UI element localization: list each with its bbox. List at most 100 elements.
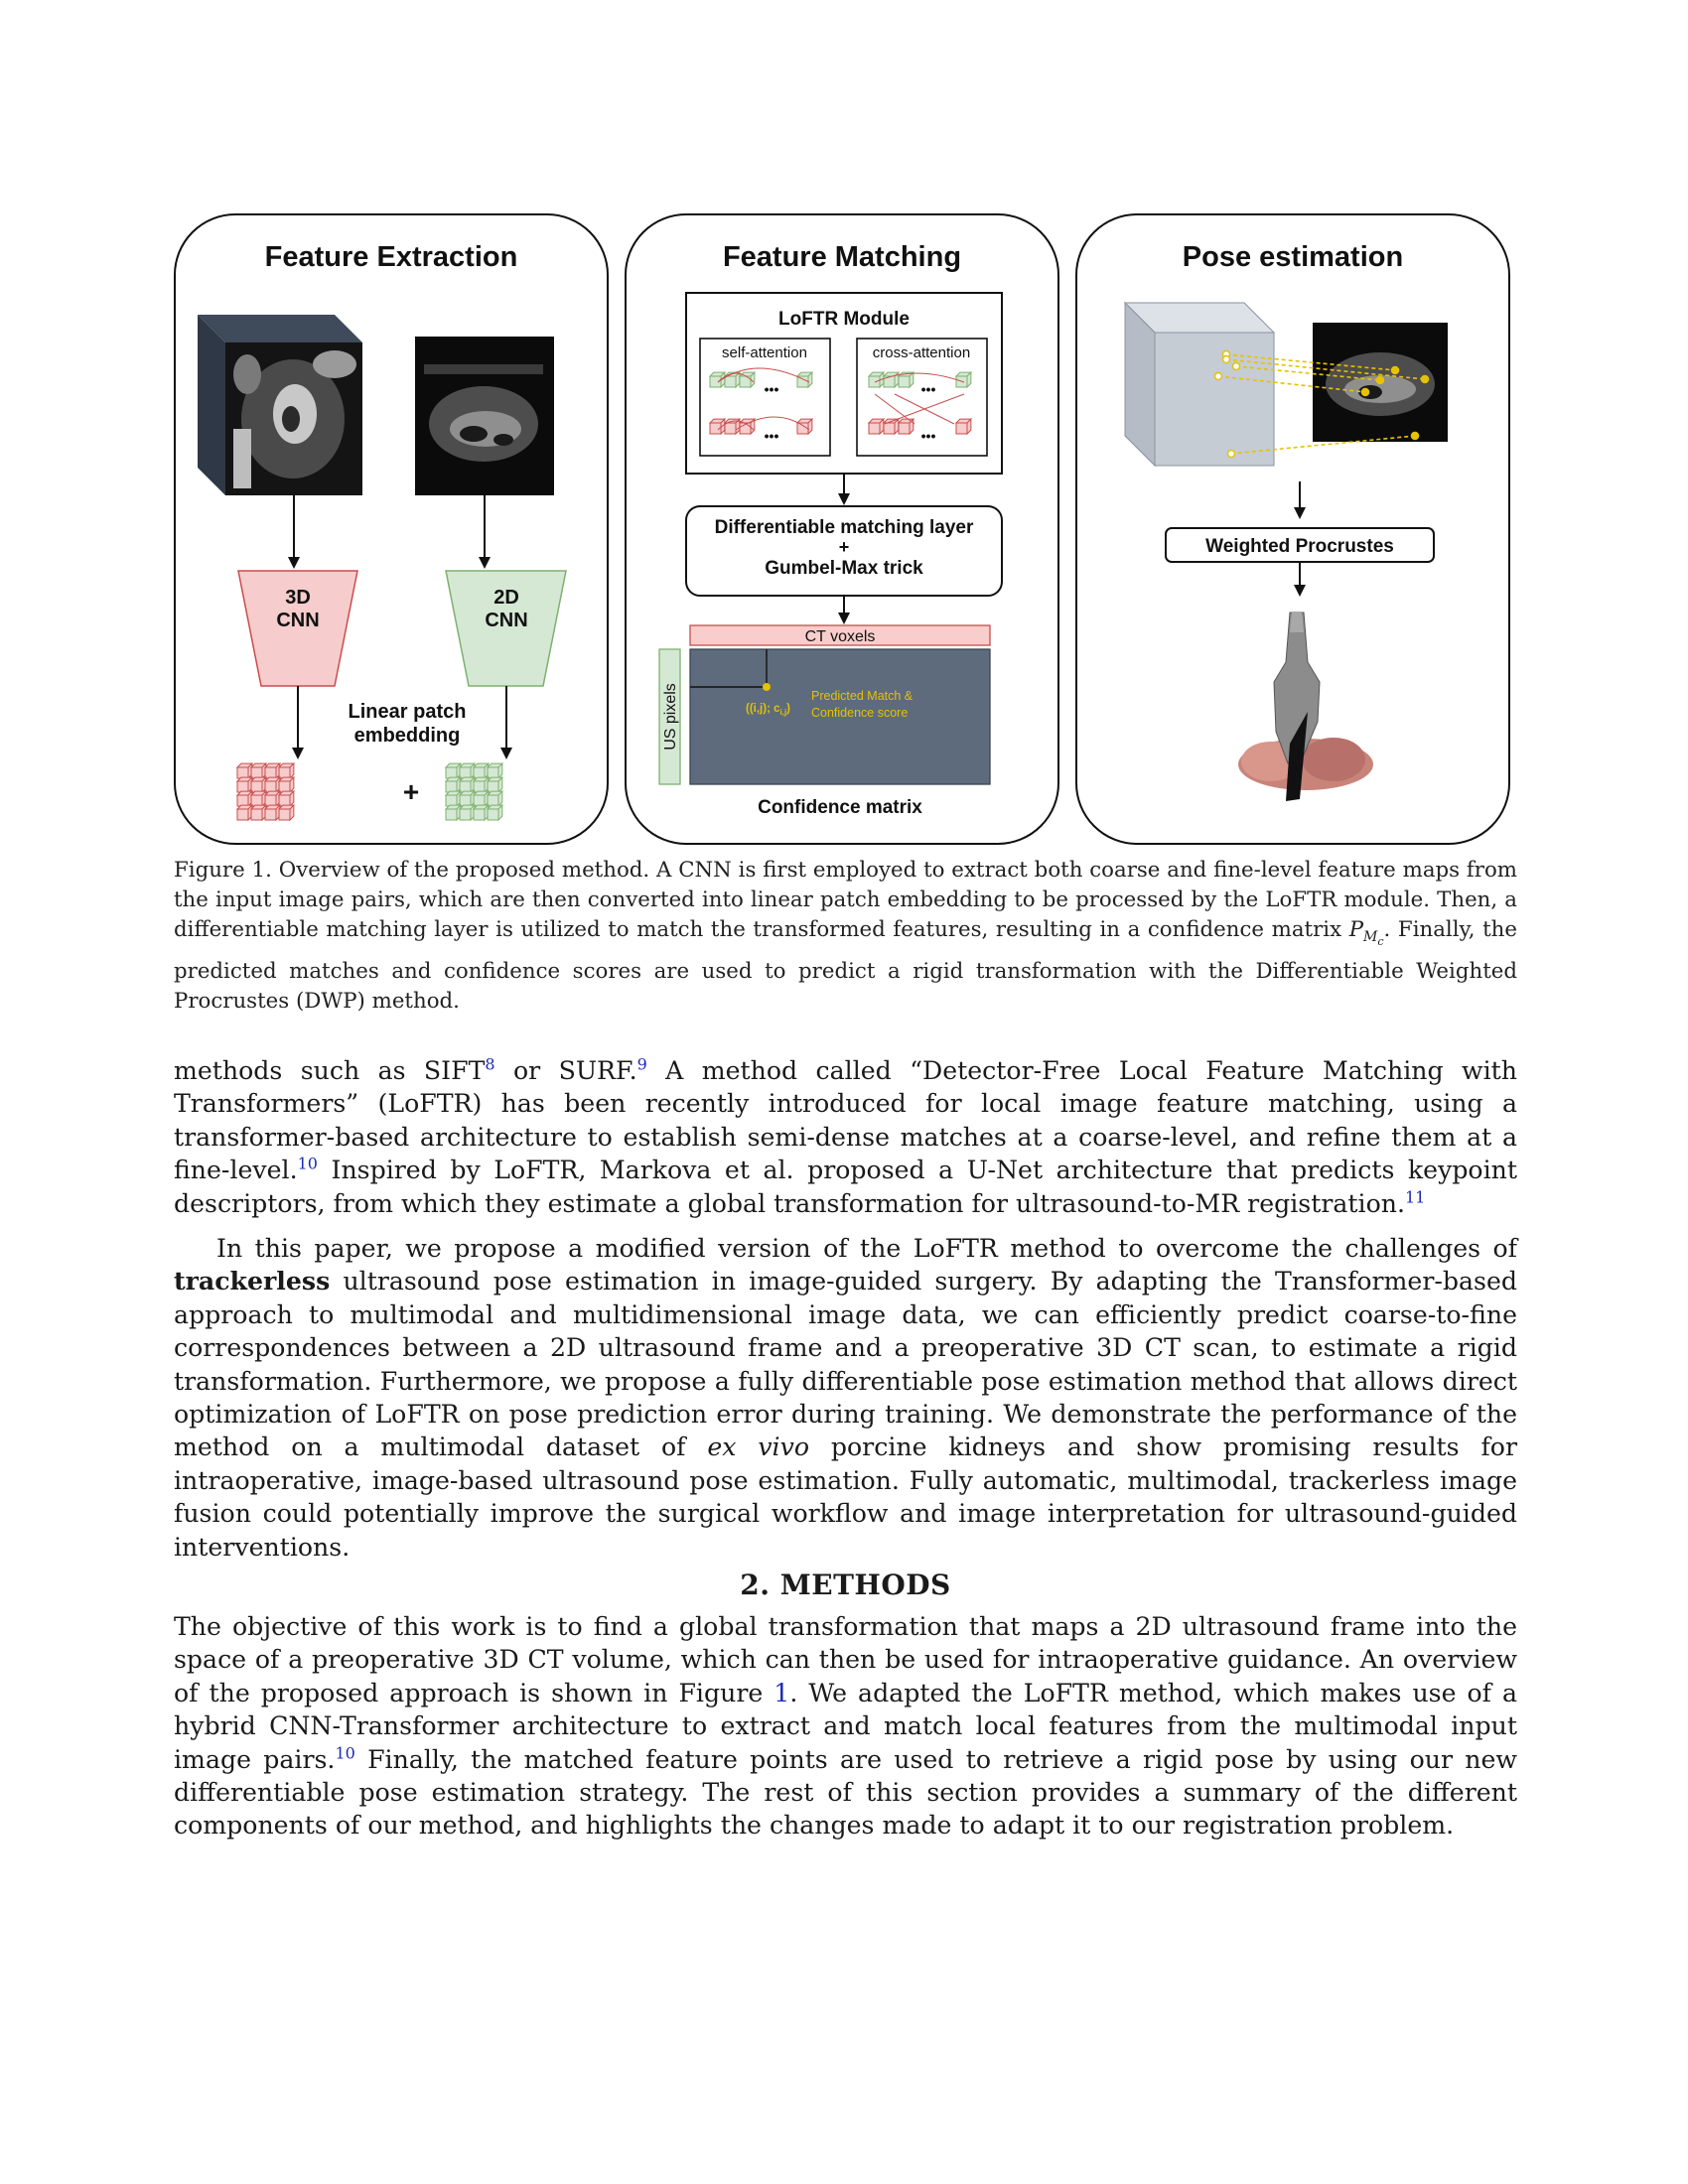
green-patch-cube-face	[497, 803, 503, 822]
match-point	[763, 683, 771, 691]
correspondence-line	[1225, 358, 1426, 380]
figure-link[interactable]: 1	[774, 1678, 790, 1707]
ellipsis-4: •••	[921, 428, 936, 444]
citation-11[interactable]: 11	[1404, 1187, 1426, 1207]
diff-matching-line1: Differentiable matching layer	[715, 517, 974, 538]
extraction-diagram: 3D CNN 2D CNN Linear patch embedding +	[198, 315, 567, 822]
red-patch-cube-face	[289, 803, 295, 822]
correspondence-lines	[1213, 349, 1430, 459]
green-token-cube-face	[807, 370, 813, 389]
caption-text-1: Overview of the proposed method. A CNN i…	[174, 858, 1518, 942]
correspondence-point	[1360, 387, 1370, 397]
red-patch-cube-face	[289, 775, 295, 794]
ultrasound-image	[415, 337, 554, 495]
red-patch-cube	[278, 808, 291, 821]
red-patch-cube-face	[289, 789, 295, 808]
feature-matching-panel: Feature Matching LoFTR Module self-atten…	[625, 213, 1059, 845]
ct-voxels-label: CT voxels	[805, 628, 876, 645]
red-token-cube-face	[807, 417, 813, 436]
red-token-cube-face	[750, 417, 756, 436]
red-patch-cube	[250, 780, 263, 793]
green-patch-cube	[445, 766, 458, 779]
correspondence-point	[1420, 374, 1430, 384]
red-token-cube	[955, 422, 968, 435]
red-patch-cube	[250, 766, 263, 779]
red-patch-cube	[278, 766, 291, 779]
red-patch-cube	[278, 780, 291, 793]
red-token-cube	[898, 422, 911, 435]
weighted-procrustes-label: Weighted Procrustes	[1205, 536, 1394, 557]
correspondence-point	[1410, 431, 1420, 441]
section-heading: 2. METHODS	[740, 1569, 951, 1601]
green-patch-cube	[487, 780, 499, 793]
ct-volume-cube	[1123, 301, 1276, 468]
red-patch-cube	[236, 794, 249, 807]
bold-trackerless: trackerless	[174, 1266, 331, 1297]
green-patch-cube	[459, 766, 472, 779]
green-patch-cube	[487, 794, 499, 807]
paragraph-1: methods such as SIFT8 or SURF.9 A method…	[174, 1054, 1517, 1218]
predicted-match-line2: Confidence score	[811, 706, 908, 720]
red-patch-cube	[250, 808, 263, 821]
overview-figure: Feature Extraction	[174, 213, 1514, 849]
cnn-3d-block	[237, 570, 358, 687]
citation-8[interactable]: 8	[485, 1054, 495, 1074]
green-patch-cube	[473, 794, 486, 807]
correspondence-line	[1217, 375, 1366, 393]
red-patch-cube	[236, 766, 249, 779]
panel-title-matching: Feature Matching	[722, 241, 962, 273]
self-attention-label: self-attention	[722, 344, 807, 361]
red-patch-cube	[278, 794, 291, 807]
green-patch-cube	[459, 794, 472, 807]
cross-attention-label: cross-attention	[873, 344, 970, 361]
loftr-title: LoFTR Module	[778, 309, 910, 330]
us-pixels-label: US pixels	[662, 683, 679, 751]
self-attention-box	[699, 338, 831, 457]
cnn-3d-label-1: 3D	[285, 587, 311, 609]
paragraph-3: The objective of this work is to find a …	[174, 1612, 1517, 1841]
citation-9[interactable]: 9	[636, 1054, 647, 1074]
caption-text-2: . Finally, the predicted matches and con…	[174, 917, 1517, 1015]
green-token-cube	[898, 375, 911, 388]
panel-title-extraction: Feature Extraction	[264, 241, 518, 273]
cnn-2d-label-2: CNN	[485, 610, 527, 631]
green-patch-cube	[459, 808, 472, 821]
predicted-match-line1: Predicted Match &	[811, 689, 914, 703]
cnn-3d-label-2: CNN	[276, 610, 319, 631]
plus-sign: +	[403, 776, 419, 807]
diff-matching-line2: Gumbel-Max trick	[765, 558, 923, 579]
correspondence-point	[1375, 375, 1385, 385]
red-patch-cube	[264, 808, 277, 821]
red-patch-cube	[264, 766, 277, 779]
red-patch-cube	[236, 780, 249, 793]
green-patch-cube	[445, 794, 458, 807]
green-patch-cube	[473, 808, 486, 821]
embedding-label-2: embedding	[354, 725, 461, 747]
green-patch-cube	[445, 780, 458, 793]
probe-kidney-render	[1238, 612, 1373, 801]
italic-ex-vivo: ex vivo	[707, 1433, 810, 1462]
cnn-2d-block	[445, 570, 567, 687]
correspondence-line	[1230, 435, 1416, 455]
green-patch-cube-face	[497, 775, 503, 794]
correspondence-point	[1221, 354, 1231, 364]
green-token-cube-face	[966, 370, 972, 389]
ellipsis-1: •••	[765, 381, 779, 397]
embedding-label-1: Linear patch	[349, 701, 467, 723]
figure-caption: Figure 1. Overview of the proposed metho…	[174, 856, 1517, 1017]
citation-10[interactable]: 10	[297, 1154, 318, 1173]
caption-label: Figure 1.	[174, 858, 272, 883]
red-patch-cube	[264, 780, 277, 793]
green-patch-cube-face	[497, 761, 503, 780]
correspondence-point	[1390, 365, 1400, 375]
matching-diagram: LoFTR Module self-attention cross-attent…	[658, 292, 1003, 818]
pose-estimation-panel: Pose estimation Weighted Procrustes	[1075, 213, 1510, 845]
ct-voxels-bar	[689, 624, 991, 646]
confidence-matrix-label: Confidence matrix	[758, 797, 922, 818]
red-token-cube-face	[966, 417, 972, 436]
match-label: ((i,j); ci,j)	[746, 703, 790, 717]
citation-10b[interactable]: 10	[335, 1743, 355, 1763]
red-token-cube	[724, 422, 737, 435]
correspondence-point	[1231, 361, 1241, 371]
feature-extraction-panel: Feature Extraction	[174, 213, 609, 845]
